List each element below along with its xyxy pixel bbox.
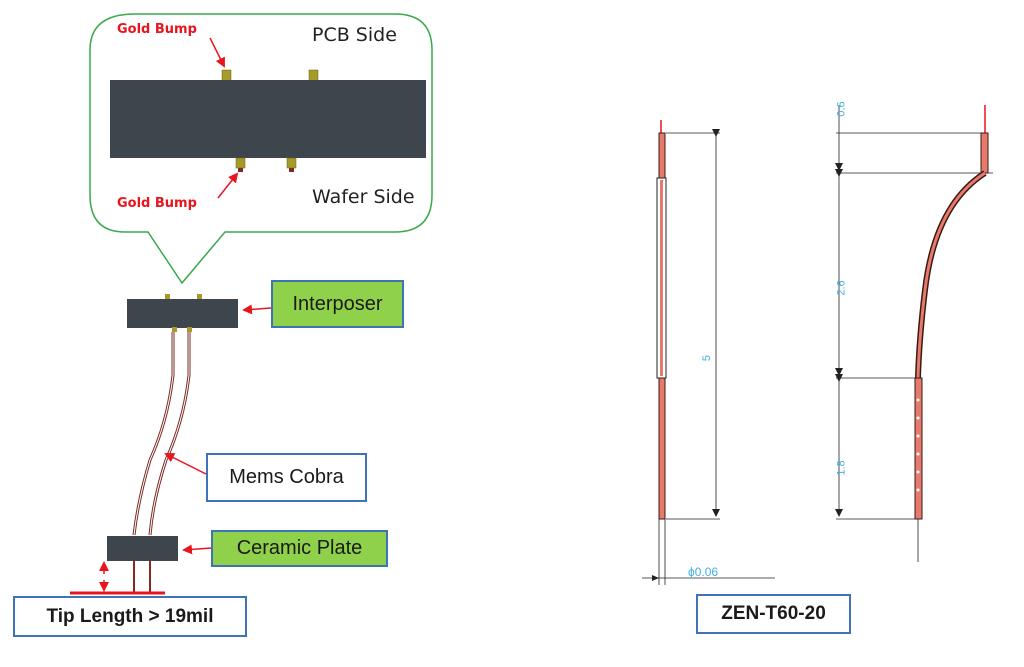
cobra-pin-bottom — [914, 377, 923, 520]
cobra-pin-dot — [916, 434, 920, 438]
wafer-side-label: Wafer Side — [312, 186, 415, 208]
cobra-wire-right-inner — [149, 332, 190, 536]
cobra-pin-dot — [916, 398, 920, 402]
cobra-wire-left-inner — [133, 332, 174, 536]
gold-bump-top-label: Gold Bump — [117, 22, 197, 37]
interposer-bump-top-left — [165, 294, 170, 300]
cobra-pin-dot — [916, 470, 920, 474]
ceramic-plate-arrow — [182, 544, 212, 555]
straight-pin-upper — [658, 132, 666, 179]
tip-length-label: Tip Length > 19mil — [13, 596, 247, 637]
ceramic-plate-label: Ceramic Plate — [211, 530, 388, 567]
mems-cobra-label: Mems Cobra — [206, 453, 367, 502]
straight-pin-lower — [658, 377, 666, 520]
dim-diameter-value: ϕ0.06 — [688, 565, 719, 579]
gold-bump-bottom-right-tip — [289, 168, 294, 172]
dim-right-mid-value: 2.6 — [835, 280, 848, 296]
interposer-arrow — [242, 304, 272, 315]
interposer-label: Interposer — [271, 280, 404, 328]
interposer-block — [127, 299, 238, 328]
cobra-pin-top — [980, 132, 989, 174]
gold-bump-top-right — [308, 69, 319, 82]
interposer-bump-top-right — [197, 294, 202, 300]
dim-right-bottom-value: 1.8 — [835, 460, 848, 476]
gold-bump-bottom-arrow — [217, 172, 239, 199]
ceramic-plate-block — [107, 536, 178, 561]
straight-pin-mid-core — [660, 180, 663, 376]
dim-right-top-value: 0.6 — [835, 101, 848, 117]
interposer-body-zoom — [110, 80, 426, 158]
cobra-pin-curve-core — [916, 171, 986, 379]
gold-bump-bottom-left-tip — [238, 168, 243, 172]
dia-arrow-left — [652, 575, 659, 581]
interposer-bump-bottom-right — [187, 327, 192, 332]
gold-bump-bottom-label: Gold Bump — [117, 196, 197, 211]
cobra-pin-dot — [916, 488, 920, 492]
pcb-side-label: PCB Side — [312, 24, 397, 46]
dim-total-value: 5 — [701, 354, 714, 362]
gold-bump-top-left — [221, 69, 232, 82]
cobra-pin-dot — [916, 452, 920, 456]
interposer-bump-bottom-left — [172, 327, 177, 332]
gold-bump-bottom-right — [286, 157, 297, 169]
gold-bump-top-arrow — [209, 37, 225, 68]
cobra-wire-right — [148, 332, 191, 536]
model-label: ZEN-T60-20 — [696, 594, 851, 634]
gold-bump-bottom-left — [235, 157, 246, 169]
cobra-pin-dot — [916, 416, 920, 420]
mems-cobra-arrow — [164, 453, 207, 475]
